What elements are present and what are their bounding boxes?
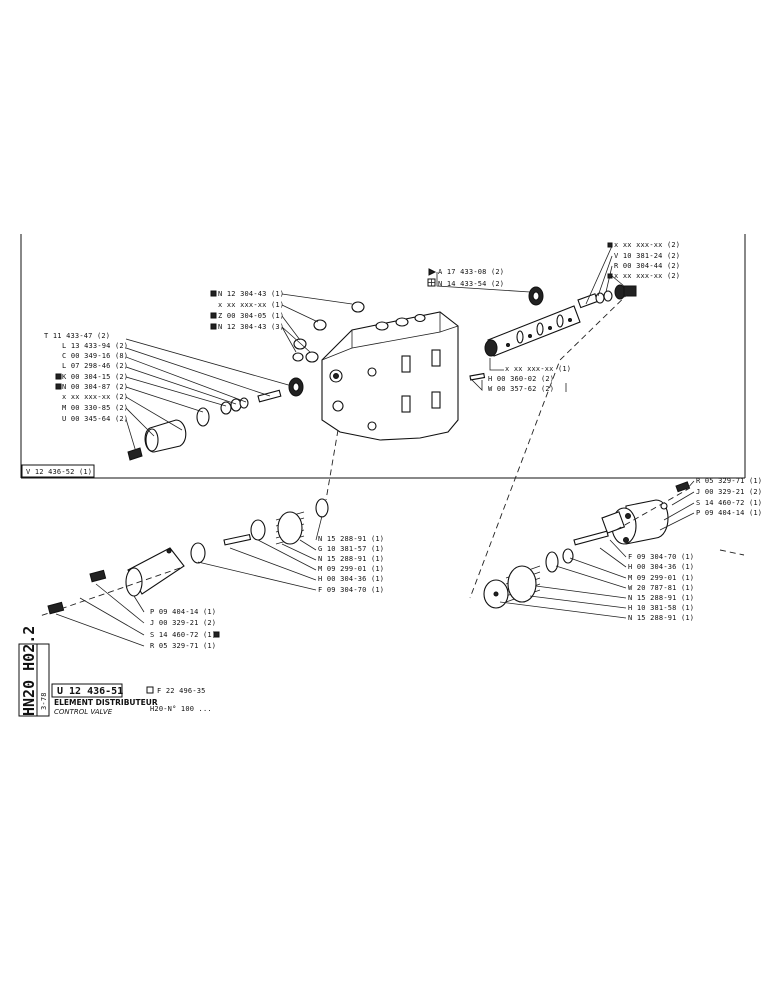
- label: H 00 304-36 (1): [628, 563, 694, 571]
- labels-spool-mid: x xx xxx-xx (1) H 00 360-02 (2) W 00 357…: [488, 365, 571, 393]
- label: M 09 299-01 (1): [318, 565, 384, 573]
- diagram-frame: [20, 234, 746, 479]
- labels-upper-mid: N 12 304-43 (1) x xx xxx-xx (1) Z 00 304…: [210, 290, 284, 331]
- label: L 07 298-46 (2): [62, 362, 128, 370]
- label: G 10 381-57 (1): [318, 545, 384, 553]
- lower-spring-group: [47, 498, 329, 615]
- label: H 00 360-02 (2): [488, 375, 554, 383]
- label: N 12 304-43 (1): [218, 290, 284, 298]
- labels-right-lower: F 09 304-70 (1) H 00 304-36 (1) M 09 299…: [628, 553, 694, 622]
- label: H 10 381-58 (1): [628, 604, 694, 612]
- label: U 00 345-64 (2): [62, 415, 128, 423]
- labels-top-center: A 17 433-08 (2) N 14 433-54 (2): [427, 268, 504, 288]
- labels-lower-left: P 09 404-14 (1) J 00 329-21 (2) S 14 460…: [150, 608, 220, 650]
- label: W 20 787-81 (1): [628, 584, 694, 592]
- label: x xx xxx-xx (2): [62, 393, 128, 401]
- label: R 00 304-44 (2): [614, 262, 680, 270]
- label: N 15 288-91 (1): [628, 614, 694, 622]
- label: x xx xxx-xx (1): [218, 301, 284, 309]
- o-rings: [190, 301, 365, 564]
- label: x xx xxx-xx (2): [614, 272, 680, 280]
- title-french: ELEMENT DISTRIBUTEUR: [54, 698, 158, 707]
- title-block: HN20 H02.2 3-78 U 12 436-51 F 22 496-35 …: [18, 626, 212, 717]
- label: F 09 304-70 (1): [318, 586, 384, 594]
- label: N 14 433-54 (2): [438, 280, 504, 288]
- label: Z 00 304-05 (1): [218, 312, 284, 320]
- right-cap-assembly: [483, 481, 690, 609]
- leader-lines: [55, 245, 695, 647]
- ref-number: U 12 436-51: [57, 686, 123, 697]
- label: N 15 288-91 (1): [628, 594, 694, 602]
- label: V 10 381-24 (2): [614, 252, 680, 260]
- label: M 00 330-85 (2): [62, 404, 128, 412]
- valve-body: [321, 311, 459, 441]
- label: N 12 304-43 (3): [218, 323, 284, 331]
- label: C 00 349-16 (8): [62, 352, 128, 360]
- label: M 09 299-01 (1): [628, 574, 694, 582]
- label: S 14 460-72 (1): [150, 631, 216, 639]
- label: K 00 304-15 (2): [62, 373, 128, 381]
- label: P 09 404-14 (1): [696, 509, 762, 517]
- label: L 13 433-94 (2): [62, 342, 128, 350]
- label: H 00 304-36 (1): [318, 575, 384, 583]
- labels-lower-center: N 15 288-91 (1) G 10 381-57 (1) N 15 288…: [318, 535, 384, 594]
- label: R 05 329-71 (1): [150, 642, 216, 650]
- label: x xx xxx-xx (2): [614, 241, 680, 249]
- side-date: 3-78: [40, 692, 48, 710]
- label: N 15 288-91 (1): [318, 555, 384, 563]
- label: S 14 460-72 (1): [696, 499, 762, 507]
- label: N 00 304-87 (2): [62, 383, 128, 391]
- label: W 00 357-62 (2): [488, 385, 554, 393]
- label: J 00 329-21 (2): [696, 488, 762, 496]
- label: R 05 329-71 (1): [696, 477, 762, 485]
- model-number: H20-N° 100 ...: [150, 705, 212, 713]
- side-code: HN20 H02.2: [20, 626, 38, 716]
- labels-top-right: x xx xxx-xx (2) V 10 381-24 (2) R 00 304…: [607, 241, 680, 280]
- label: N 15 288-91 (1): [318, 535, 384, 543]
- ref-figure: F 22 496-35: [157, 687, 206, 695]
- label: F 09 304-70 (1): [628, 553, 694, 561]
- label: A 17 433-08 (2): [438, 268, 504, 276]
- labels-right-cap: R 05 329-71 (1) J 00 329-21 (2) S 14 460…: [696, 477, 762, 517]
- label: x xx xxx-xx (1): [505, 365, 571, 373]
- label: P 09 404-14 (1): [150, 608, 216, 616]
- labels-left-list: T 11 433-47 (2) L 13 433-94 (2) C 00 349…: [44, 332, 128, 423]
- label: T 11 433-47 (2): [44, 332, 110, 340]
- label: J 00 329-21 (2): [150, 619, 216, 627]
- frame-label: V 12 436-52 (1): [26, 468, 92, 476]
- dashed-axes: [39, 285, 745, 617]
- title-english: CONTROL VALVE: [54, 708, 113, 716]
